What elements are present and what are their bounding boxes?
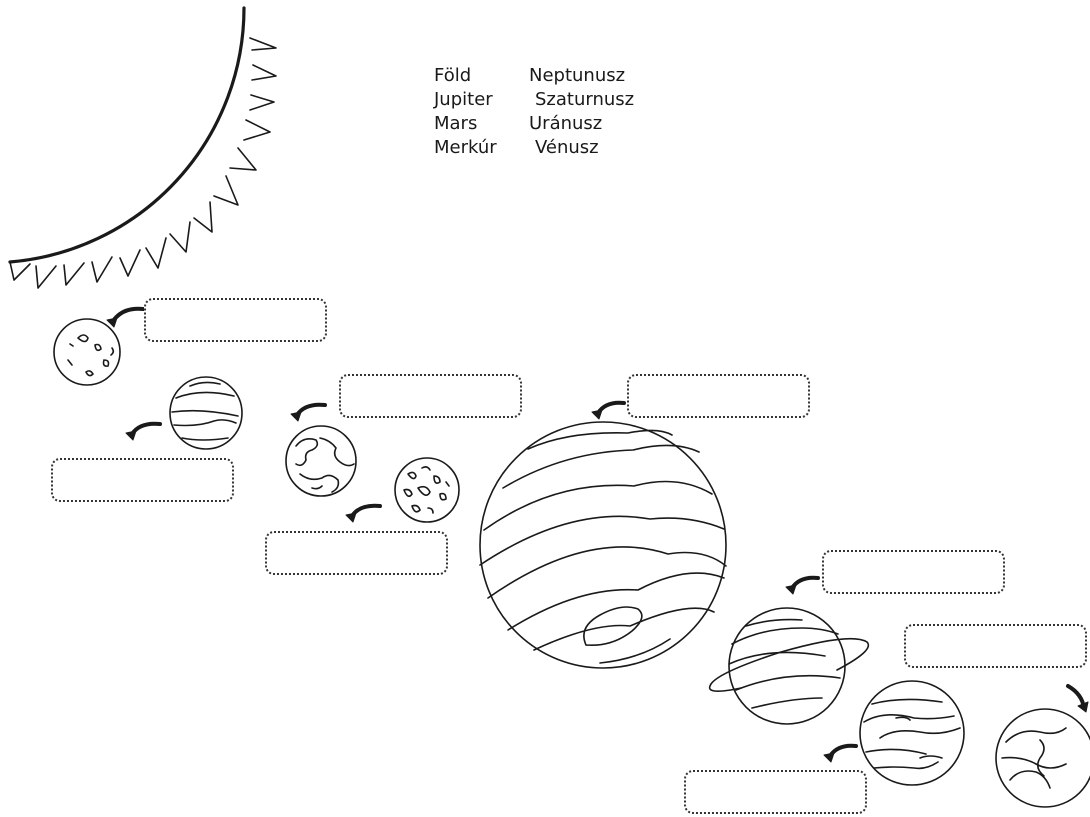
sun-ray <box>249 94 275 111</box>
answer-box-mercury[interactable] <box>144 298 327 342</box>
answer-box-neptune[interactable] <box>684 770 867 814</box>
sun-icon <box>8 6 277 289</box>
planet-mercury-icon <box>53 318 121 386</box>
answer-box-jupiter[interactable] <box>627 374 810 418</box>
arrow-icon <box>290 402 327 422</box>
sun-ray <box>63 262 85 286</box>
word-row: Mars Uránusz <box>434 112 674 136</box>
planet-venus-icon <box>169 376 243 450</box>
sun-ray <box>35 265 57 289</box>
word-row: Merkúr Vénusz <box>434 136 674 160</box>
answer-box-uranus[interactable] <box>904 624 1087 668</box>
sun-ray <box>9 261 31 281</box>
sun-ray <box>243 119 271 141</box>
answer-box-earth[interactable] <box>339 374 522 418</box>
sun-ray <box>119 249 141 277</box>
answer-box-venus[interactable] <box>51 458 234 502</box>
answer-box-mars[interactable] <box>265 531 448 575</box>
planet-uranus-icon <box>859 680 965 786</box>
sun-ray <box>229 147 257 171</box>
word-bank: Föld Neptunusz Jupiter Szaturnusz Mars U… <box>434 64 674 160</box>
word-bank-item: Jupiter <box>434 89 493 110</box>
sun-ray <box>193 201 213 233</box>
word-bank-item: Szaturnusz <box>535 89 635 110</box>
word-bank-item: Vénusz <box>535 137 599 158</box>
sun-ray <box>213 175 239 206</box>
word-row: Föld Neptunusz <box>434 64 674 88</box>
arrow-icon <box>591 400 626 420</box>
word-bank-item: Neptunusz <box>529 65 626 86</box>
sun-ray <box>145 237 167 269</box>
sun-ray <box>91 256 113 283</box>
arrow-icon <box>1066 684 1089 713</box>
sun-ray <box>251 64 277 81</box>
arrow-icon <box>345 503 382 523</box>
arrow-icon <box>125 421 162 441</box>
planet-earth-icon <box>285 425 357 497</box>
arrow-icon <box>823 743 858 763</box>
word-row: Jupiter Szaturnusz <box>434 88 674 112</box>
word-bank-item: Mars <box>434 113 478 134</box>
sun-ray <box>249 37 277 51</box>
planet-jupiter-icon <box>479 421 727 669</box>
arrow-icon <box>106 306 145 328</box>
arrow-icon <box>785 575 820 595</box>
word-bank-item: Uránusz <box>529 113 603 134</box>
planet-saturn-icon <box>708 607 870 725</box>
word-bank-item: Föld <box>434 65 472 86</box>
word-bank-item: Merkúr <box>434 137 497 158</box>
sun-ray <box>169 221 191 253</box>
answer-box-saturn[interactable] <box>822 550 1005 594</box>
planet-mars-icon <box>394 457 460 523</box>
planet-neptune-icon <box>995 708 1090 808</box>
